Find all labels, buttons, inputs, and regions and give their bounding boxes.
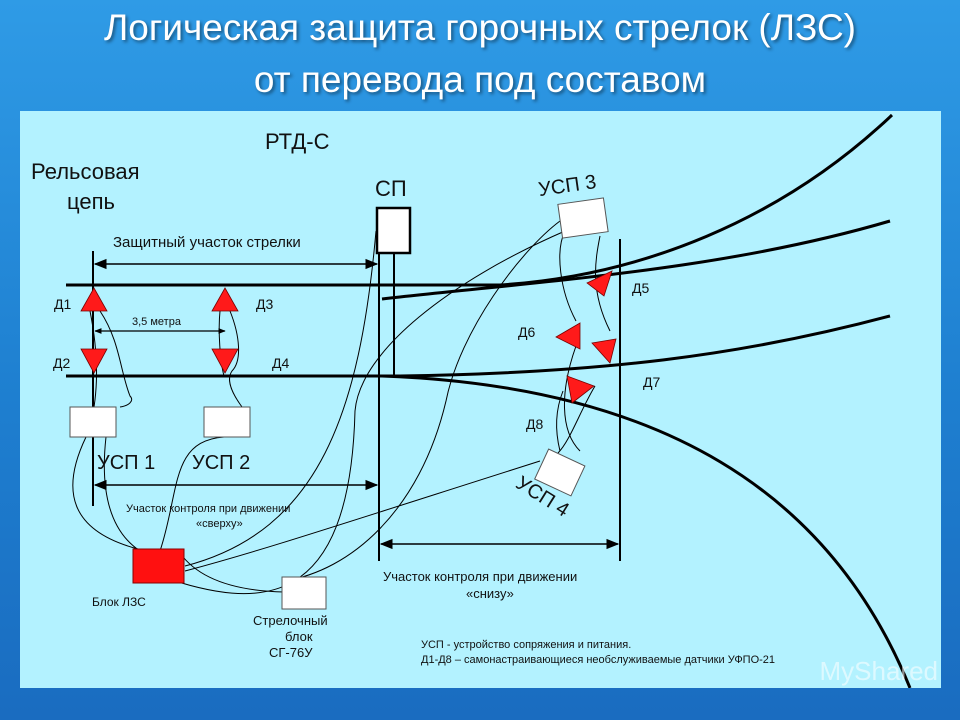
usp3-device <box>557 197 609 239</box>
usp4-device <box>534 448 586 497</box>
control-top-label-2: «сверху» <box>196 518 243 530</box>
sensor-d8-label: Д8 <box>526 416 543 432</box>
sensor-d4-label: Д4 <box>272 355 289 371</box>
usp1-device <box>69 406 117 438</box>
usp2-label: УСП 2 <box>192 452 250 474</box>
control-bottom-label-1: Участок контроля при движении <box>383 569 577 584</box>
protective-section-label: Защитный участок стрелки <box>113 234 301 251</box>
sensor-d1-label: Д1 <box>54 296 71 312</box>
control-bottom-label-2: «снизу» <box>466 586 514 601</box>
usp1-label: УСП 1 <box>97 452 155 474</box>
switch-block-label-2: блок <box>285 629 313 644</box>
rail-circuit-label-2: цепь <box>67 189 115 214</box>
rail-upper-branch <box>381 219 891 301</box>
rail-tracks <box>66 113 912 688</box>
wiring <box>72 220 611 595</box>
rail-lower-branch <box>381 374 912 688</box>
sensor-d3 <box>211 287 239 312</box>
sensor-d5-label: Д5 <box>632 280 649 296</box>
slide-title: Логическая защита горочных стрелок (ЛЗС)… <box>0 2 960 106</box>
sensor-d5 <box>586 270 613 297</box>
switch-block-label-3: СГ-76У <box>269 645 313 660</box>
sensor-d4 <box>211 348 239 374</box>
sp-device <box>375 206 412 255</box>
control-top-label-1: Участок контроля при движении <box>126 503 290 515</box>
diagram-svg: РТД-С Рельсовая цепь СП Защитный участок… <box>31 113 912 688</box>
sensor-d3-label: Д3 <box>256 296 273 312</box>
usp2-device <box>203 406 251 438</box>
sensor-d1 <box>80 287 108 312</box>
watermark-logo: MyShared <box>819 656 939 686</box>
sensor-d7 <box>591 338 617 364</box>
sensor-d2 <box>80 348 108 374</box>
diagram-panel: РТД-С Рельсовая цепь СП Защитный участок… <box>20 111 941 688</box>
lzs-block-device <box>132 548 185 584</box>
title-line-1: Логическая защита горочных стрелок (ЛЗС) <box>104 7 856 48</box>
legend-line-2: Д1-Д8 – самонастраивающиеся необслуживае… <box>421 654 775 666</box>
dimension-arrows <box>93 258 620 550</box>
usp3-label: УСП 3 <box>537 171 598 201</box>
sensor-d2-label: Д2 <box>53 355 70 371</box>
switch-block-label-1: Стрелочный <box>253 613 328 628</box>
sensor-d6-label: Д6 <box>518 324 535 340</box>
sensor-d7-label: Д7 <box>643 374 660 390</box>
devices <box>69 197 609 610</box>
sensor-d8 <box>566 375 595 404</box>
rail-circuit-label-1: Рельсовая <box>31 159 140 184</box>
rtd-label: РТД-С <box>265 129 330 154</box>
legend-line-1: УСП - устройство сопряжения и питания. <box>421 639 631 651</box>
lzs-block-label: Блок ЛЗС <box>92 595 146 609</box>
sensor-d6 <box>555 322 581 350</box>
distance-label: 3,5 метра <box>132 316 182 328</box>
rail-lower-main <box>66 314 891 378</box>
rail-upper-main <box>66 113 894 287</box>
switch-block-device <box>281 576 327 610</box>
sensors <box>80 270 617 404</box>
sp-label: СП <box>375 176 407 201</box>
title-line-2: от перевода под составом <box>253 59 707 100</box>
